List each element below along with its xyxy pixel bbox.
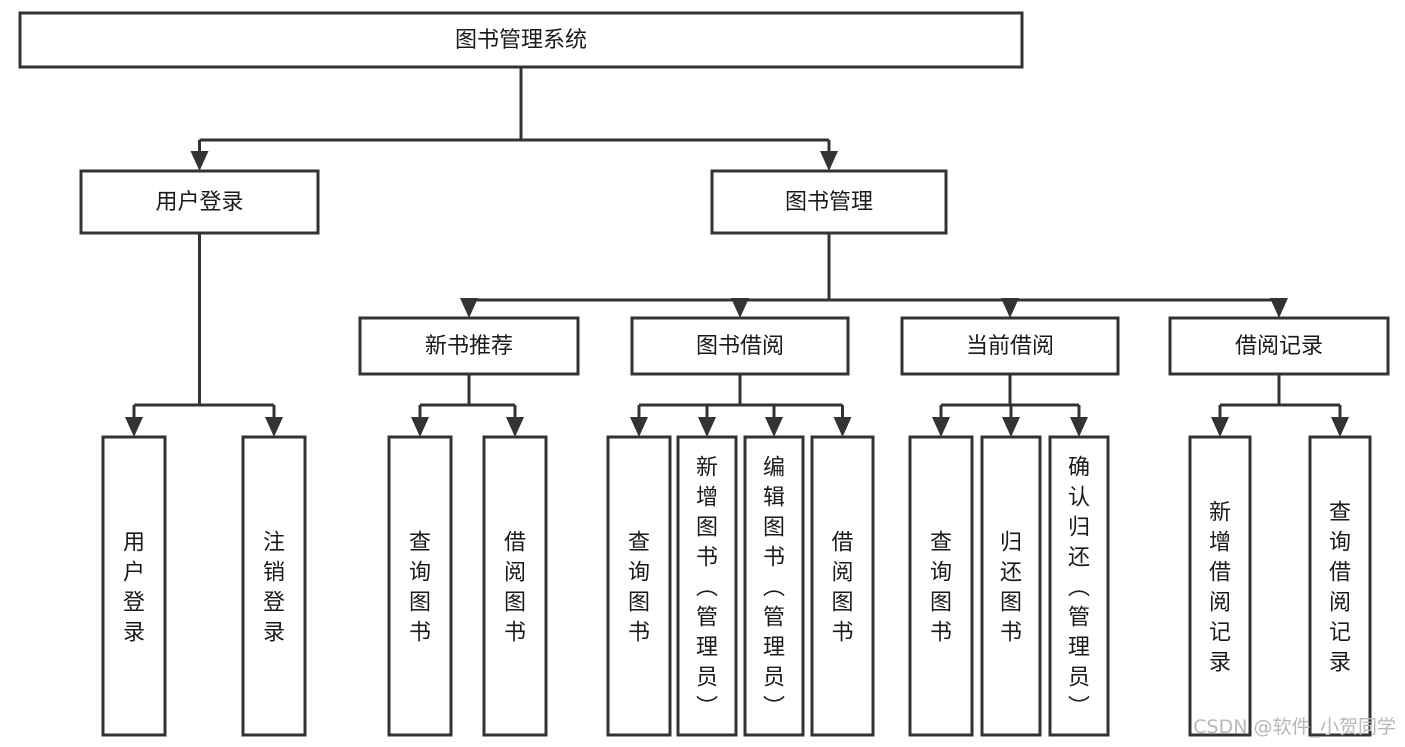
node-box (101, 435, 167, 737)
node-label: 用户登录 (123, 530, 145, 645)
node-label: 归还图书 (1000, 530, 1022, 645)
arrowhead-icon (125, 417, 143, 437)
node-box (358, 316, 580, 376)
node-box (606, 435, 672, 737)
arrowhead-icon (765, 417, 783, 437)
node-box (900, 316, 1120, 376)
node-leaf-query-book-current[interactable]: 查询图书 (908, 435, 974, 737)
node-box (241, 435, 307, 737)
node-box (1168, 316, 1390, 376)
arrowhead-icon (820, 151, 838, 171)
arrowhead-icon (698, 417, 716, 437)
node-label: 借阅记录 (1235, 334, 1323, 359)
node-label: 借阅图书 (831, 530, 853, 645)
node-label: 查询图书 (628, 530, 650, 645)
arrowhead-icon (1211, 417, 1229, 437)
arrowhead-icon (833, 417, 852, 437)
arrowhead-icon (1270, 298, 1288, 318)
node-box (810, 435, 875, 737)
csdn-watermark: CSDN @软件_小贺同学 (1193, 716, 1396, 738)
node-leaf-query-book-borrow[interactable]: 查询图书 (606, 435, 672, 737)
node-box (980, 435, 1042, 737)
node-leaf-borrow-book-rec[interactable]: 借阅图书 (482, 435, 548, 737)
node-borrow-record[interactable]: 借阅记录 (1168, 316, 1390, 376)
node-leaf-borrow-book[interactable]: 借阅图书 (810, 435, 875, 737)
node-label: 借阅图书 (504, 530, 526, 645)
node-leaf-add-borrow-record[interactable]: 新增借阅记录 (1188, 435, 1252, 737)
node-layer: 图书管理系统用户登录图书管理新书推荐图书借阅当前借阅借阅记录用户登录注销登录查询… (18, 11, 1390, 737)
node-label: 图书管理 (785, 190, 873, 215)
node-box (908, 435, 974, 737)
arrowhead-icon (411, 417, 429, 437)
node-leaf-add-book-admin[interactable]: 新增图书︵管理员︶ (676, 435, 738, 737)
arrowhead-icon (630, 417, 648, 437)
arrowhead-icon (932, 417, 950, 437)
node-box (676, 435, 738, 737)
node-label: 确认归还︵管理员︶ (1068, 455, 1090, 720)
node-current-borrow[interactable]: 当前借阅 (900, 316, 1120, 376)
node-leaf-logout[interactable]: 注销登录 (241, 435, 307, 737)
node-book-manage[interactable]: 图书管理 (710, 169, 948, 235)
node-label: 查询借阅记录 (1329, 500, 1351, 675)
node-leaf-query-borrow-record[interactable]: 查询借阅记录 (1308, 435, 1372, 737)
node-box (79, 169, 320, 235)
arrowhead-icon (460, 298, 478, 318)
node-label: 图书借阅 (696, 334, 784, 359)
node-box (1308, 435, 1372, 737)
node-box (630, 316, 850, 376)
node-label: 图书管理系统 (455, 28, 587, 53)
node-leaf-user-login[interactable]: 用户登录 (101, 435, 167, 737)
node-box (482, 435, 548, 737)
node-label: 新增图书︵管理员︶ (696, 455, 718, 720)
node-box (387, 435, 453, 737)
connector-layer (125, 67, 1349, 437)
node-leaf-edit-book-admin[interactable]: 编辑图书︵管理员︶ (743, 435, 805, 737)
node-box (1188, 435, 1252, 737)
node-label: 查询图书 (930, 530, 952, 645)
node-label: 注销登录 (263, 530, 285, 645)
node-book-borrow[interactable]: 图书借阅 (630, 316, 850, 376)
node-box (710, 169, 948, 235)
node-label: 查询图书 (409, 530, 431, 645)
arrowhead-icon (265, 417, 283, 437)
node-label: 编辑图书︵管理员︶ (763, 455, 785, 720)
node-box (18, 11, 1024, 69)
arrowhead-icon (190, 151, 209, 171)
arrowhead-icon (1002, 417, 1020, 437)
node-user-login[interactable]: 用户登录 (79, 169, 320, 235)
arrowhead-icon (1001, 298, 1019, 318)
node-label: 新增借阅记录 (1209, 500, 1231, 675)
node-leaf-query-book-rec[interactable]: 查询图书 (387, 435, 453, 737)
node-root[interactable]: 图书管理系统 (18, 11, 1024, 69)
node-box (743, 435, 805, 737)
node-new-book-recommend[interactable]: 新书推荐 (358, 316, 580, 376)
node-box (1048, 435, 1110, 737)
node-leaf-confirm-return-admin[interactable]: 确认归还︵管理员︶ (1048, 435, 1110, 737)
arrowhead-icon (731, 298, 749, 318)
node-label: 用户登录 (155, 190, 243, 215)
node-label: 当前借阅 (966, 334, 1054, 359)
arrowhead-icon (506, 417, 524, 437)
node-leaf-return-book[interactable]: 归还图书 (980, 435, 1042, 737)
arrowhead-icon (1070, 417, 1088, 437)
arrowhead-icon (1331, 417, 1349, 437)
node-label: 新书推荐 (425, 334, 513, 359)
